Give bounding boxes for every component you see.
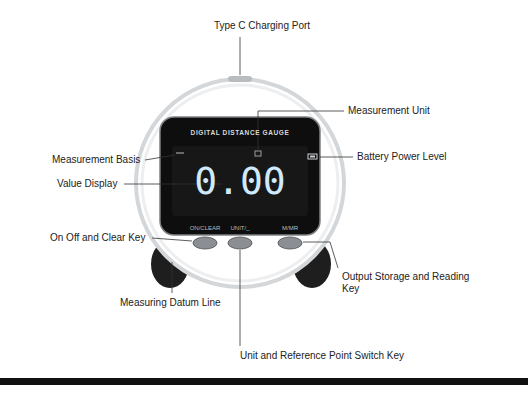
screen-title: DIGITAL DISTANCE GAUGE — [160, 129, 320, 136]
leader-line — [240, 37, 241, 75]
button — [193, 237, 217, 249]
leader-line — [152, 238, 192, 241]
value-display: 0.00 — [160, 160, 320, 202]
lcd-screen: DIGITAL DISTANCE GAUGE 0.00 — [160, 117, 320, 217]
callout-label: On Off and Clear Key — [50, 232, 145, 244]
unit-icon — [255, 151, 261, 156]
usb-port — [228, 76, 252, 82]
callout-label: Measurement Unit — [348, 105, 430, 117]
bottom-bar — [0, 378, 528, 385]
callout-label: Type C Charging Port — [177, 20, 347, 32]
leader-line — [145, 155, 175, 160]
leader-line — [172, 262, 173, 293]
button-label: ON/CLEAR — [185, 225, 225, 232]
battery-fill — [310, 156, 315, 158]
battery-icon — [308, 154, 317, 159]
leader-line — [303, 242, 338, 268]
leader-line — [320, 157, 353, 158]
callout-label: Value Display — [57, 178, 117, 190]
callout-label: Unit and Reference Point Switch Key — [202, 350, 442, 362]
callout-label: Measuring Datum Line — [120, 297, 221, 309]
button-label: M/MR — [270, 225, 310, 232]
button — [228, 237, 252, 249]
basis-icon — [176, 152, 184, 153]
button — [278, 237, 302, 249]
button-label: UNIT/_ — [220, 225, 260, 232]
callout-label: Measurement Basis — [52, 154, 140, 166]
leader-line — [240, 250, 241, 346]
screen-bezel — [160, 117, 320, 235]
callout-label: Output Storage and Reading Key — [342, 271, 472, 295]
callout-label: Battery Power Level — [357, 151, 447, 163]
